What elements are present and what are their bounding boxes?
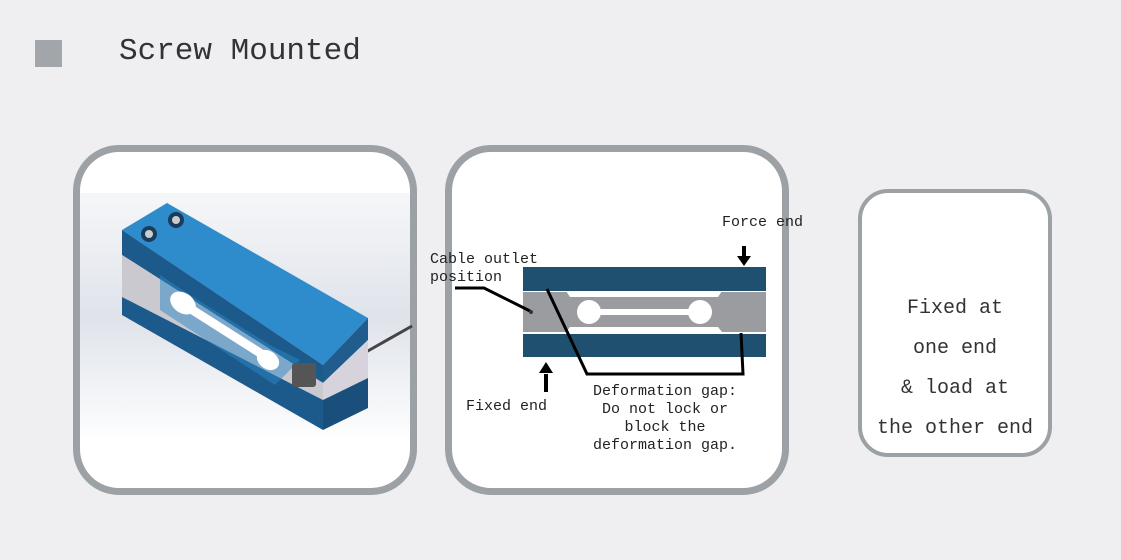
label-line: Cable outlet [430, 251, 539, 268]
label-line: deformation gap. [592, 437, 738, 454]
fixed-arrow-icon [539, 362, 553, 392]
note-line: one end [912, 337, 997, 360]
section-marker [35, 40, 62, 67]
label-line: Deformation gap: [592, 383, 738, 400]
force-arrow-icon [737, 246, 751, 266]
mounting-note: Fixed at one end & load at the other end [862, 289, 1048, 449]
label-line: position [430, 269, 503, 286]
note-line: Fixed at [906, 297, 1003, 320]
force-end-label: Force end [722, 214, 804, 231]
mounting-note-card: Fixed at one end & load at the other end [858, 189, 1052, 457]
label-line: Do not lock or [601, 401, 729, 418]
note-line: & load at [900, 377, 1010, 400]
note-line: the other end [876, 417, 1034, 440]
load-cell-3d-image [80, 193, 413, 443]
cable-outlet-pointer [455, 286, 531, 313]
load-cell-side-view [455, 246, 766, 392]
label-line: block the [624, 419, 706, 436]
fixed-end-label: Fixed end [466, 398, 548, 415]
page-title: Screw Mounted [119, 34, 361, 69]
deformation-gap-pointer [545, 288, 745, 376]
